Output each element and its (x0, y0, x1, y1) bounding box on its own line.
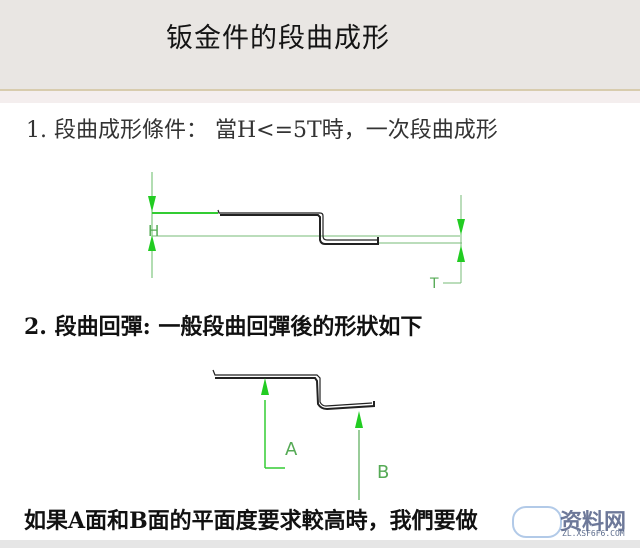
watermark-text: 资料网 (560, 510, 627, 535)
watermark-url: ZL.XSF6F6.COM (562, 529, 625, 538)
section2-text: 2. 段曲回彈: 一般段曲回彈後的形狀如下 (24, 314, 423, 340)
springback-diagram: A B (212, 369, 389, 500)
label-t: T (429, 276, 439, 292)
page-title: 钣金件的段曲成形 (166, 23, 390, 54)
label-h: H (148, 222, 159, 240)
section3-text: 如果A面和B面的平面度要求較高時，我們要做 (24, 508, 478, 534)
label-a: A (285, 439, 298, 460)
watermark-logo-icon (512, 506, 562, 538)
step-bend-diagram: H T (148, 172, 465, 292)
header-banner (0, 0, 640, 89)
header-band (0, 91, 640, 103)
header-divider (0, 89, 640, 91)
footer-band (0, 540, 640, 548)
label-b: B (377, 462, 389, 483)
section1-text: 1. 段曲成形條件： 當H<=5T時，一次段曲成形 (26, 118, 498, 143)
